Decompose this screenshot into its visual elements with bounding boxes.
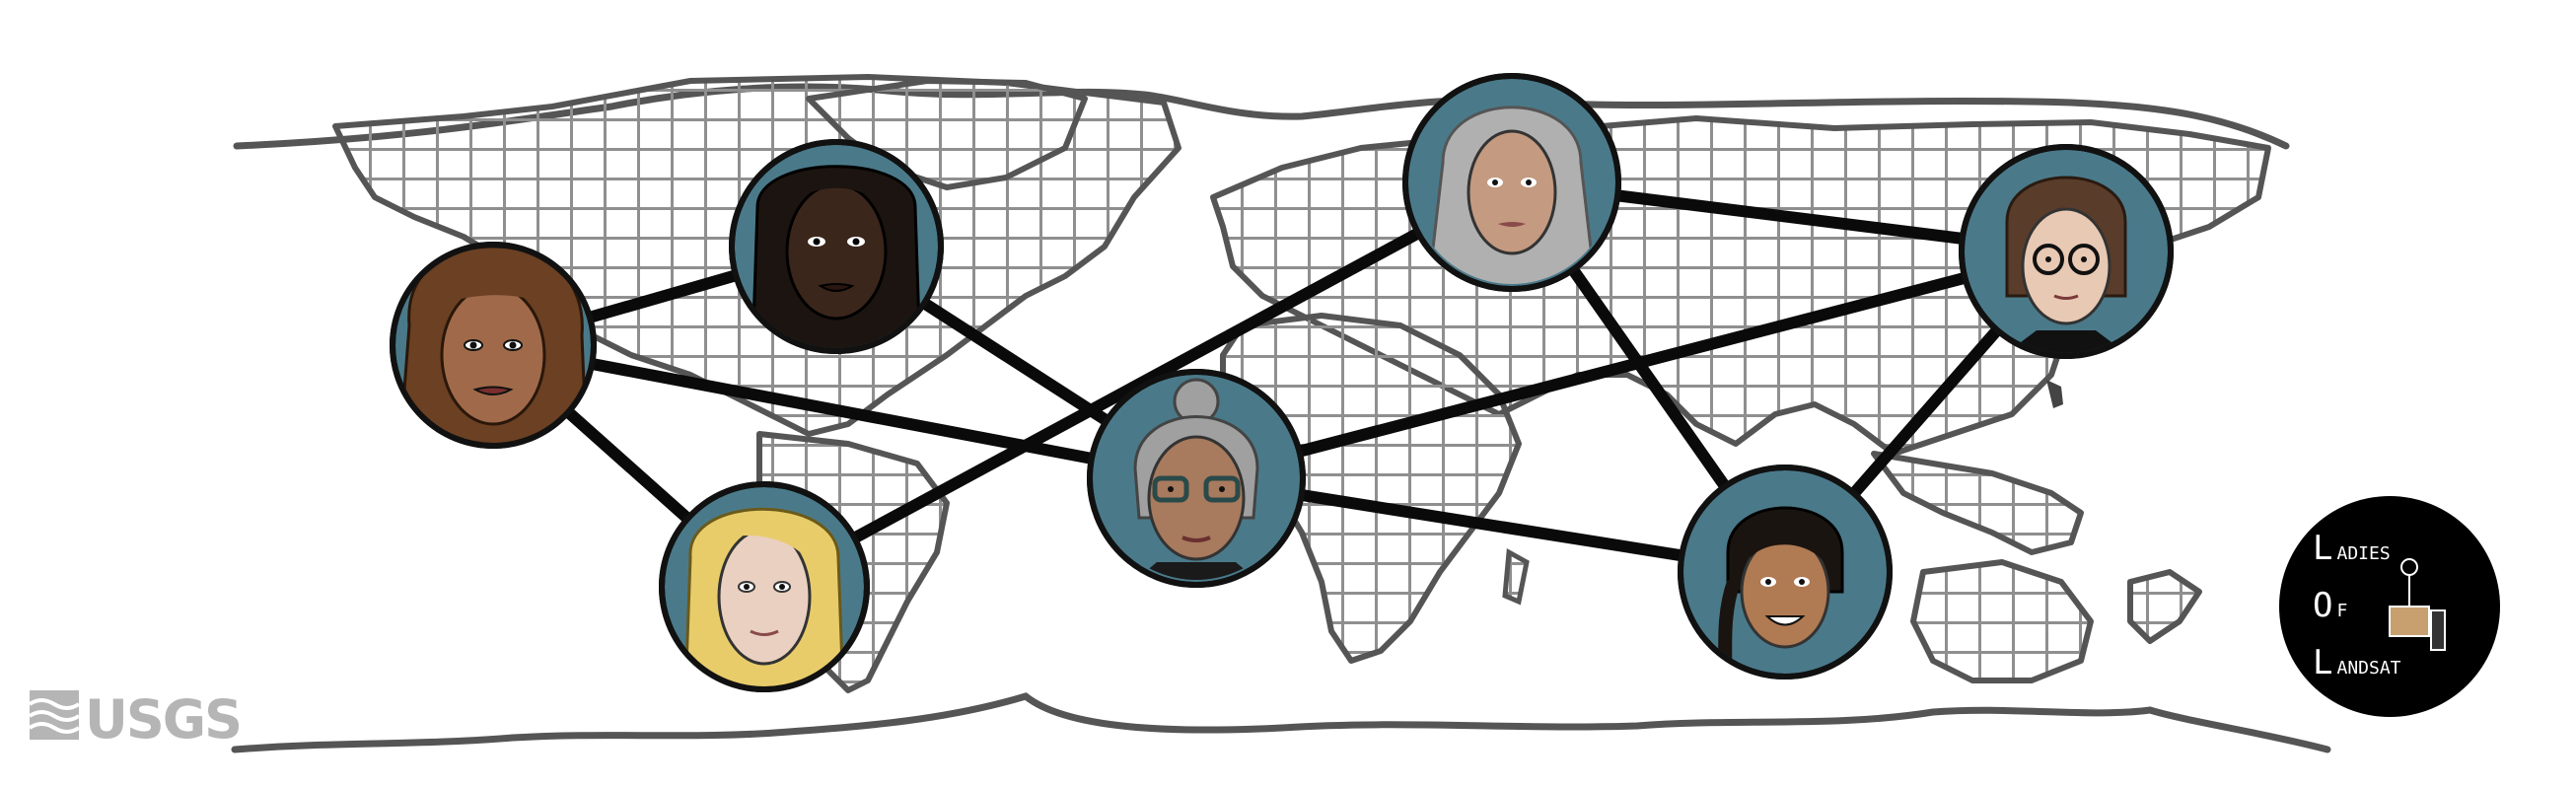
island-madagascar — [1502, 547, 1530, 606]
svg-text:OF: OF — [2313, 586, 2347, 625]
lol-initial-3: L — [2313, 643, 2332, 682]
person-1 — [390, 242, 597, 449]
usgs-text: USGS — [85, 688, 241, 751]
island-japan — [2046, 380, 2063, 408]
continent-australia — [1910, 559, 2094, 683]
lol-initial-2: O — [2313, 586, 2332, 625]
person-6 — [1959, 144, 2174, 359]
connection-line — [758, 177, 1518, 593]
lol-rest-1: ADIES — [2336, 543, 2390, 564]
person-5 — [1087, 369, 1306, 588]
person-7 — [1678, 465, 1893, 680]
connection-line — [487, 339, 1202, 484]
lol-rest-3: ANDSAT — [2336, 658, 2400, 679]
lol-initial-1: L — [2313, 529, 2332, 568]
person-2 — [729, 139, 944, 354]
continent-southeast-asia — [1871, 451, 2084, 555]
person-4 — [1402, 73, 1621, 292]
usgs-logo: USGS — [28, 688, 243, 751]
map-bottom-line — [231, 692, 2331, 753]
lol-rest-2: F — [2336, 601, 2347, 621]
continent-new-zealand — [2127, 569, 2202, 644]
person-3 — [659, 481, 870, 692]
usgs-wave-icon — [28, 690, 81, 740]
landsat-satellite-icon — [2389, 558, 2446, 651]
connection-line — [1190, 246, 2072, 484]
